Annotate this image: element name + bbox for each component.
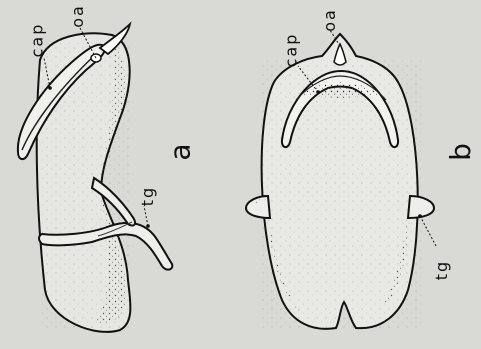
panel-a-specimen: [18, 24, 172, 332]
panel-b-specimen: [246, 30, 436, 330]
label-a-oa: oa: [70, 4, 86, 28]
leader-a-tg: [144, 206, 148, 226]
leader-b-tg: [420, 216, 436, 246]
label-a-cap: cap: [29, 23, 45, 58]
label-b-tg: tg: [434, 260, 450, 280]
panel-a-letter: a: [167, 143, 195, 160]
label-b-oa: oa: [322, 8, 338, 32]
panel-b-letter: b: [447, 143, 475, 161]
label-a-tg: tg: [140, 186, 156, 206]
label-b-cap: cap: [283, 33, 299, 68]
panel-b-tg-left: [246, 196, 270, 218]
